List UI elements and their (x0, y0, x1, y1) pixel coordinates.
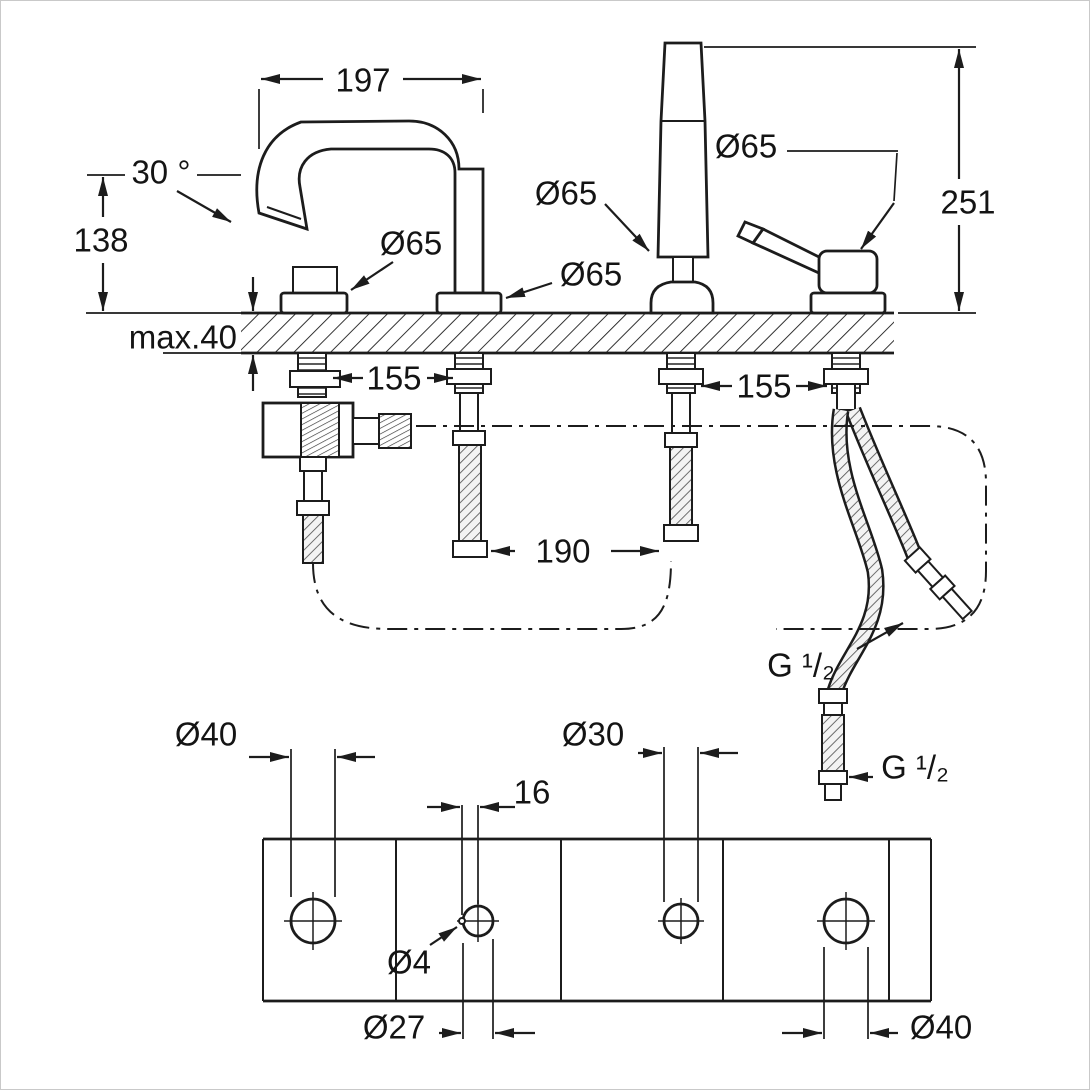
dimension-155-right: 155 (701, 368, 827, 405)
dim-o40-left-label: Ø40 (175, 716, 237, 753)
dimension-o65-lever: Ø65 (715, 128, 898, 250)
dimension-197: 197 (258, 62, 484, 149)
dimension-spout-angle: 30 ° (131, 154, 232, 223)
plan-view-deck (262, 837, 932, 1003)
lever-escutcheon (809, 291, 887, 315)
dim-138-label: 138 (73, 222, 128, 259)
dim-155-left-label: 155 (366, 360, 421, 397)
dim-o65-mid-label: Ø65 (560, 256, 622, 293)
dim-max40-label: max.40 (129, 319, 237, 356)
dim-190-label: 190 (535, 533, 590, 570)
dim-o30-label: Ø30 (562, 716, 624, 753)
dim-30deg-label: 30 ° (131, 154, 190, 191)
dimension-o30: Ø30 (562, 716, 738, 902)
deck-cross-section (86, 311, 894, 355)
dim-o65-left-label: Ø65 (380, 225, 442, 262)
bath-spout (255, 119, 503, 315)
hand-shower (649, 41, 715, 315)
dimension-o65-left: Ø65 (350, 225, 442, 291)
dim-g12-upper-label: G ¹/₂ (767, 647, 835, 684)
dimension-o4: Ø4 (387, 926, 458, 981)
hose-end-fitting-vertical (818, 688, 848, 801)
dimension-16: 16 (427, 774, 551, 915)
supply-hoses (818, 352, 974, 801)
dim-197-label: 197 (335, 62, 390, 99)
dimension-o65-shower: Ø65 (535, 175, 650, 252)
dimension-190: 190 (491, 533, 659, 570)
dimension-138: 138 (73, 174, 241, 311)
dim-o65-lever-label: Ø65 (715, 128, 777, 165)
spout-escutcheon (435, 291, 503, 315)
dimension-251: 251 (704, 46, 996, 314)
dim-o65-shower-label: Ø65 (535, 175, 597, 212)
spout-hose-shank (446, 352, 492, 558)
dim-o4-label: Ø4 (387, 944, 431, 981)
lever-handle (736, 220, 887, 315)
dim-155-right-label: 155 (736, 368, 791, 405)
tub-rim-outline (312, 425, 987, 630)
dim-g12-lower-label: G ¹/₂ (881, 749, 949, 786)
diverter-valve-unit (261, 266, 412, 564)
shower-hose-shank (658, 352, 704, 542)
dimension-o27: Ø27 (363, 939, 535, 1046)
dim-o40-right-label: Ø40 (910, 1009, 972, 1046)
hose-end-fitting-angled (903, 545, 974, 621)
dimension-max40: max.40 (129, 277, 258, 391)
dimension-g12-upper: G ¹/₂ (767, 622, 904, 684)
dim-o27-label: Ø27 (363, 1009, 425, 1046)
dimension-o65-mid: Ø65 (505, 256, 622, 300)
dimension-g12-lower: G ¹/₂ (849, 749, 949, 786)
shower-holder-escutcheon (649, 280, 715, 315)
dim-251-label: 251 (940, 184, 995, 221)
dim-16-label: 16 (514, 774, 551, 811)
dimension-o40-left: Ø40 (175, 716, 375, 897)
dimension-155-left: 155 (333, 360, 453, 397)
pin-hole (458, 917, 466, 925)
dimension-o40-right: Ø40 (782, 947, 972, 1046)
